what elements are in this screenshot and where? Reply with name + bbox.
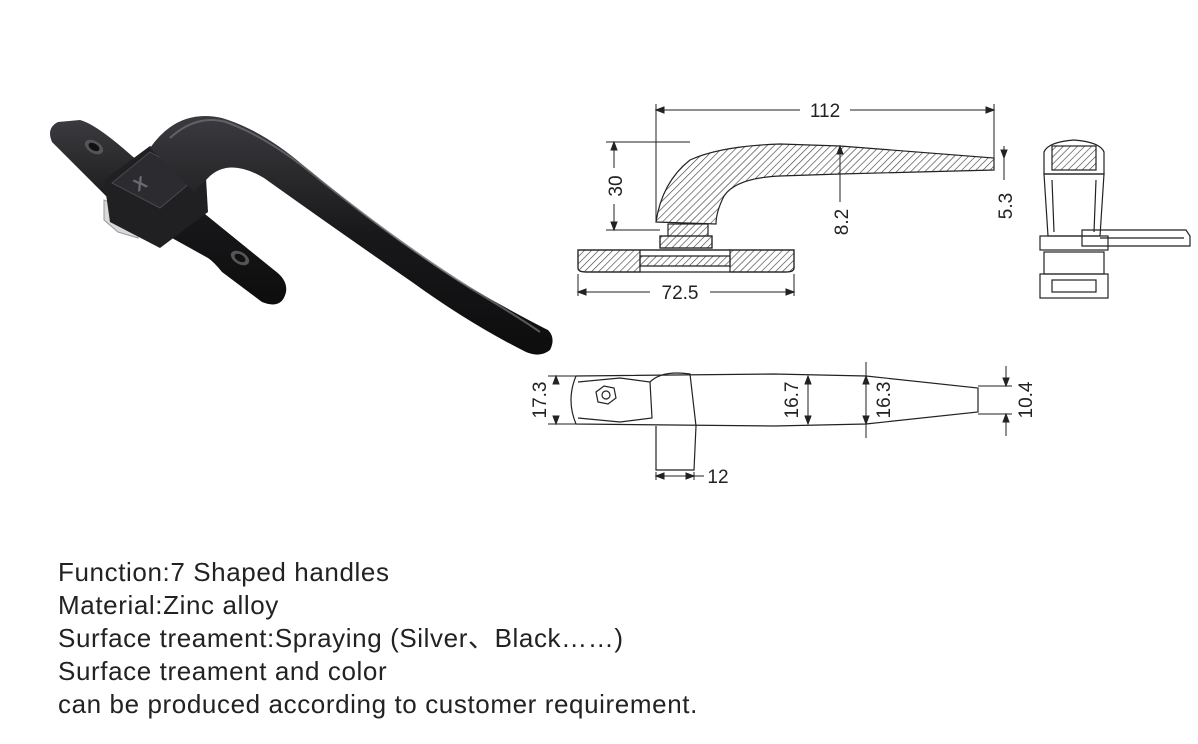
spec-custom-note-2: can be produced according to customer re… bbox=[58, 689, 698, 719]
spec-custom-note-1: Surface treament and color bbox=[58, 656, 388, 686]
specification-text: Function:7 Shaped handles Material:Zinc … bbox=[58, 556, 958, 721]
spec-material: Material:Zinc alloy bbox=[58, 590, 279, 620]
top-view-dimension-lines bbox=[548, 362, 1012, 480]
dim-neck-height: 8.2 bbox=[832, 209, 853, 235]
dim-base-length: 72.5 bbox=[662, 283, 699, 304]
dim-handle-width-root: 16.7 bbox=[782, 382, 803, 419]
dim-tip-width: 10.4 bbox=[1016, 381, 1037, 418]
spec-function: Function:7 Shaped handles bbox=[58, 557, 390, 587]
handle-photo: X bbox=[50, 116, 553, 355]
side-view-drawing bbox=[577, 143, 995, 273]
dim-tip-thickness: 5.3 bbox=[996, 193, 1017, 219]
top-view-drawing bbox=[570, 372, 979, 471]
end-view-drawing bbox=[1039, 139, 1191, 299]
dim-height: 30 bbox=[606, 175, 627, 196]
spec-surface-treatment: Surface treament:Spraying (Silver、Black…… bbox=[58, 623, 624, 653]
side-view-dimension-lines bbox=[576, 104, 1008, 296]
dim-handle-width-mid: 16.3 bbox=[874, 382, 895, 419]
dim-spindle-width: 12 bbox=[707, 467, 728, 488]
dim-base-width: 17.3 bbox=[530, 382, 551, 419]
dim-overall-length: 112 bbox=[810, 101, 840, 122]
